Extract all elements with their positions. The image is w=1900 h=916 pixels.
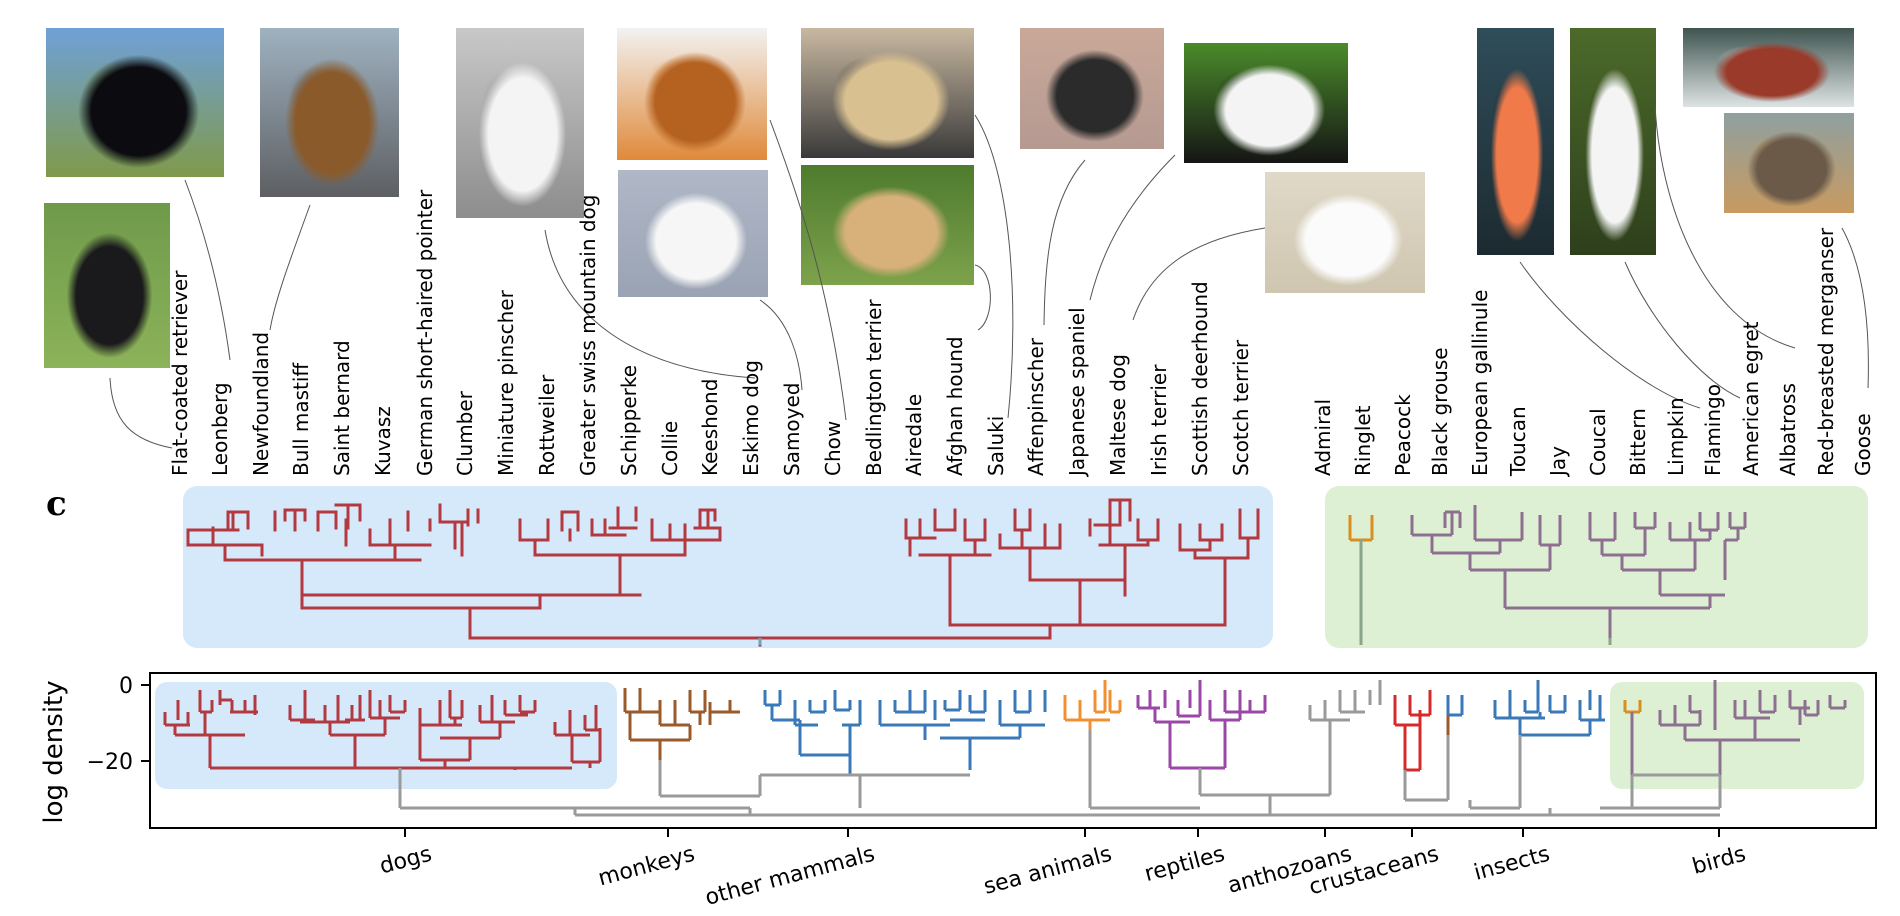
dog-species-label: Leonberg xyxy=(208,382,232,476)
dog-species-label: Samoyed xyxy=(780,382,804,476)
bird-species-label: Peacock xyxy=(1391,394,1415,476)
black-white-dog-photo xyxy=(1184,43,1348,163)
dog-species-label: Scottish deerhound xyxy=(1188,281,1212,476)
dog-species-label: Schipperke xyxy=(617,365,641,476)
x-category-label: sea animals xyxy=(981,842,1114,900)
bird-species-label: Goose xyxy=(1851,413,1875,476)
dog-species-label: German short-haired pointer xyxy=(413,189,437,476)
dog-species-label: Bull mastiff xyxy=(289,362,313,476)
brown-dog-photo xyxy=(260,28,399,197)
dog-species-label: Afghan hound xyxy=(943,336,967,476)
egret-photo xyxy=(1570,28,1656,255)
dog-species-label: Saint bernard xyxy=(330,340,354,476)
black-dog-photo xyxy=(44,203,170,368)
bird-species-label: Ringlet xyxy=(1351,405,1375,476)
dog-species-label: Flat-coated retriever xyxy=(168,270,192,476)
dog-species-label: Kuvasz xyxy=(371,406,395,476)
panel-label: c xyxy=(46,484,67,524)
bird-cluster-background xyxy=(1325,486,1868,648)
white-dog-photo xyxy=(1265,172,1425,293)
dog-species-label: Maltese dog xyxy=(1106,354,1130,476)
photo-connector-line xyxy=(1624,261,1741,399)
greyhound-photo xyxy=(801,28,974,158)
dog-species-label: Japanese spaniel xyxy=(1065,307,1089,478)
dog-species-label: Clumber xyxy=(453,390,477,476)
dog-species-label: Miniature pinscher xyxy=(494,289,518,476)
dog-species-label: Newfoundland xyxy=(249,332,273,476)
bird-species-label: Jay xyxy=(1546,446,1570,478)
bird-species-label: European gallinule xyxy=(1468,290,1492,476)
dog-species-label: Keeshond xyxy=(698,379,722,476)
white-dog-photo xyxy=(618,170,768,297)
birds-highlight-background xyxy=(1610,682,1864,789)
photo-connector-line xyxy=(1841,227,1869,389)
photo-connector-line xyxy=(269,204,311,331)
dog-species-label: Greater swiss mountain dog xyxy=(576,195,600,476)
dog-species-label: Scotch terrier xyxy=(1229,339,1253,476)
photo-connector-line xyxy=(1043,159,1086,326)
bird-species-label: Coucal xyxy=(1586,408,1610,476)
dogs-highlight-background xyxy=(155,682,617,789)
dog-species-label: Saluki xyxy=(984,416,1008,476)
dog-species-label: Eskimo dog xyxy=(739,360,763,476)
bird-species-label: Albatross xyxy=(1776,383,1800,476)
dog-species-label: Rottweiler xyxy=(535,374,559,476)
photo-connector-line xyxy=(1654,104,1796,349)
photo-connector-line xyxy=(1089,154,1176,301)
photo-connector-line xyxy=(109,377,173,449)
photo-connector-line xyxy=(769,119,847,421)
dog-species-label: Bedlington terrier xyxy=(862,299,886,476)
photo-connector-line xyxy=(544,229,756,379)
x-category-label: reptiles xyxy=(1142,842,1228,887)
photo-connector-line xyxy=(974,114,1014,419)
bird-species-label: Flamingo xyxy=(1701,384,1725,476)
plot-frame xyxy=(149,672,1877,829)
bird-species-label: Black grouse xyxy=(1428,347,1452,476)
x-category-label: insects xyxy=(1471,842,1552,886)
afghan-hound-photo xyxy=(801,165,974,285)
y-tick-label: 0 xyxy=(119,674,133,699)
photo-connector-line xyxy=(974,264,991,331)
bird-species-label: Admiral xyxy=(1311,399,1335,476)
dog-species-label: Collie xyxy=(658,421,682,476)
photo-connector-line xyxy=(1519,261,1701,409)
photo-connector-line xyxy=(759,299,803,391)
duck-photo xyxy=(1683,28,1854,107)
black-dog-photo xyxy=(1020,28,1164,149)
x-category-label: dogs xyxy=(377,842,435,880)
orange-dog-photo xyxy=(617,28,767,160)
flamingo-photo xyxy=(1477,28,1554,255)
photo-connector-line xyxy=(1132,227,1266,321)
y-tick-label: −20 xyxy=(87,750,133,775)
bird-species-label: Toucan xyxy=(1506,406,1530,477)
dog-species-label: Chow xyxy=(821,421,845,476)
dog-species-label: Airedale xyxy=(902,394,926,476)
white-dog-photo xyxy=(456,28,584,218)
photo-connector-line xyxy=(184,179,231,361)
zoomed-dendrograms xyxy=(186,498,1747,647)
bird-species-label: Limpkin xyxy=(1664,397,1688,476)
dog-species-label: Affenpinscher xyxy=(1024,337,1048,476)
y-axis-label: log density xyxy=(39,680,69,823)
bird-species-label: Bittern xyxy=(1626,408,1650,476)
x-category-label: birds xyxy=(1690,842,1749,880)
duck-photo xyxy=(1724,113,1854,213)
x-category-label: other mammals xyxy=(703,842,878,911)
black-dog-photo xyxy=(46,28,224,177)
bird-species-label: American egret xyxy=(1739,321,1763,476)
x-category-label: monkeys xyxy=(596,842,698,892)
dog-species-label: Irish terrier xyxy=(1147,364,1171,476)
full-dendrogram xyxy=(163,680,1847,817)
photo-connector-lines xyxy=(109,104,1869,449)
bird-species-label: Red-breasted merganser xyxy=(1814,227,1838,476)
y-axis: 0 −20 xyxy=(87,674,150,775)
